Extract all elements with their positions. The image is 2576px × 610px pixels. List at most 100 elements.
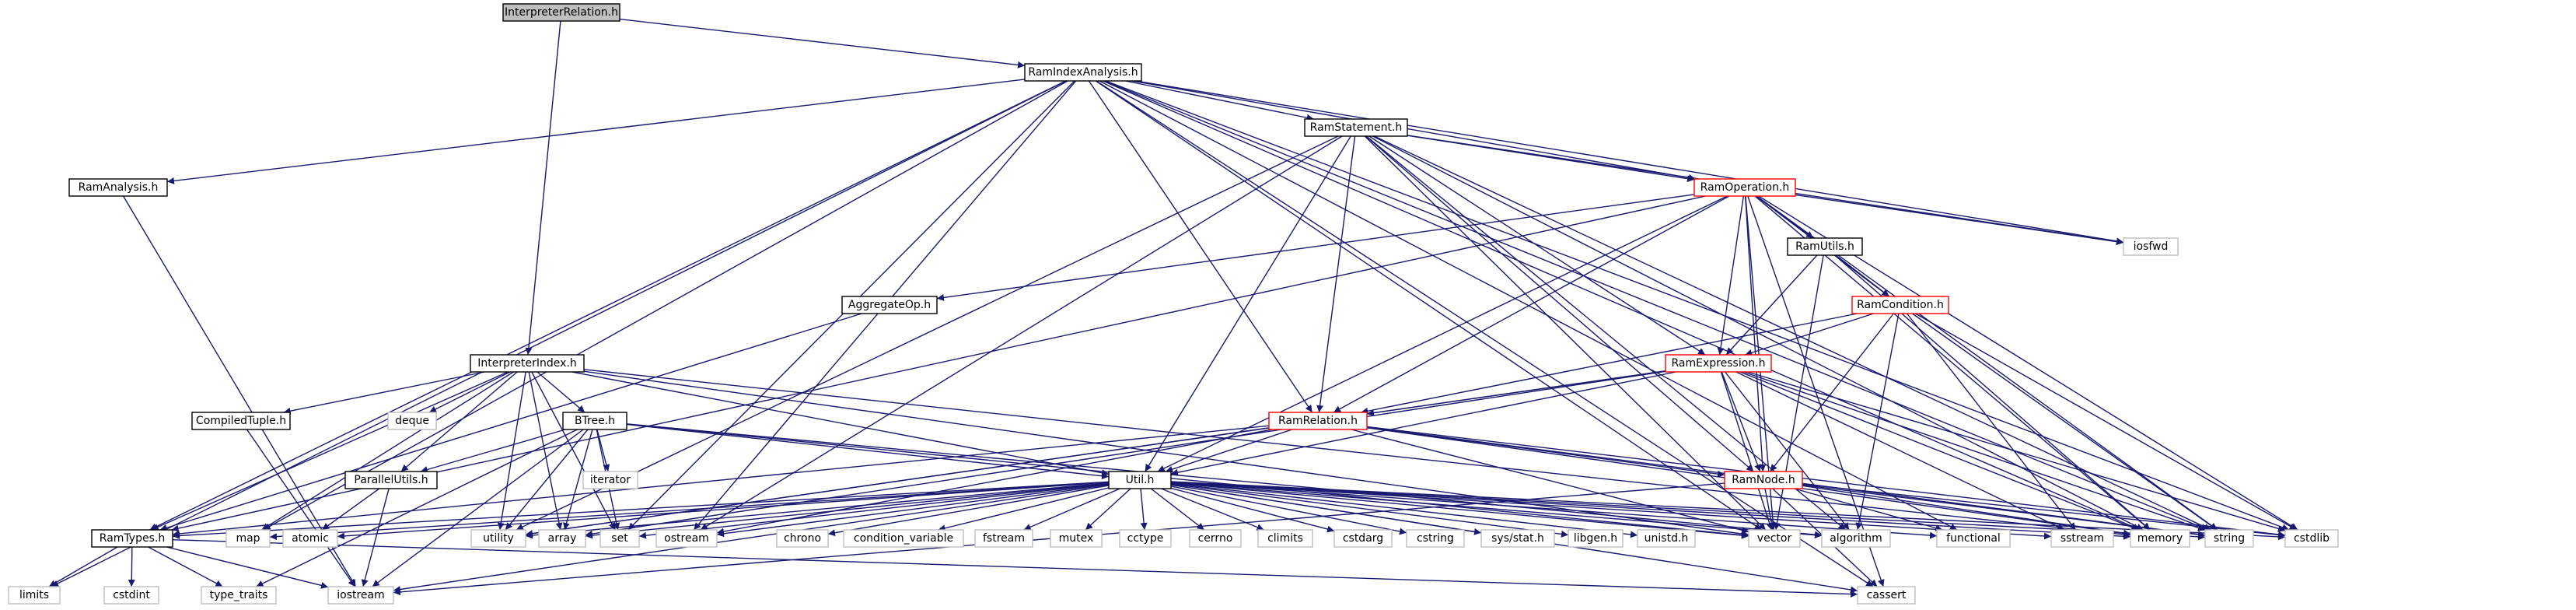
node-cstdint: cstdint xyxy=(103,586,159,605)
node-ram-condition[interactable]: RamCondition.h xyxy=(1851,296,1949,314)
edge-parallel_utils-to-iostream xyxy=(361,488,390,587)
node-box xyxy=(1108,471,1172,489)
node-box xyxy=(2050,529,2114,548)
edge-util-to-cctype xyxy=(1140,488,1148,531)
node-chrono: chrono xyxy=(776,529,829,548)
node-label: RamNode.h xyxy=(1732,474,1795,486)
node-box xyxy=(1568,529,1624,548)
node-ram-statement[interactable]: RamStatement.h xyxy=(1304,118,1408,137)
node-label: type_traits xyxy=(210,589,268,601)
node-box xyxy=(225,529,271,548)
node-ram-operation[interactable]: RamOperation.h xyxy=(1693,178,1796,197)
node-btree[interactable]: BTree.h xyxy=(562,412,627,430)
node-ram-node[interactable]: RamNode.h xyxy=(1724,471,1803,489)
node-box xyxy=(1665,354,1772,373)
node-box xyxy=(470,529,526,548)
edge-ram_node-to-vector xyxy=(1764,488,1775,531)
node-compiled-tuple[interactable]: CompiledTuple.h xyxy=(191,412,291,430)
edge-ram_index_analysis-to-vector xyxy=(1095,80,1763,531)
node-box xyxy=(599,529,640,548)
node-util[interactable]: Util.h xyxy=(1108,471,1172,489)
node-box xyxy=(103,586,159,605)
node-label: set xyxy=(611,532,628,545)
node-string: string xyxy=(2204,529,2254,548)
node-box xyxy=(1693,178,1796,197)
node-label: RamCondition.h xyxy=(1857,299,1944,311)
node-box xyxy=(1637,529,1696,548)
edge-ram_expression-to-array xyxy=(585,370,1666,538)
node-box xyxy=(841,296,938,314)
node-label: array xyxy=(548,532,577,545)
node-label: RamAnalysis.h xyxy=(79,181,159,194)
node-ram-relation[interactable]: RamRelation.h xyxy=(1268,412,1368,430)
node-label: Util.h xyxy=(1126,474,1155,486)
edge-btree-to-vector xyxy=(626,423,1749,539)
node-label: RamExpression.h xyxy=(1672,357,1766,370)
node-label: utility xyxy=(483,532,514,545)
node-parallel-utils[interactable]: ParallelUtils.h xyxy=(344,471,438,489)
node-box xyxy=(68,178,168,197)
edge-ram_node-to-memory xyxy=(1802,485,2131,537)
node-sys-stat: sys/stat.h xyxy=(1480,529,1555,548)
dependency-edges xyxy=(48,18,2298,598)
edge-util-to-cstring xyxy=(1170,486,1407,535)
edge-ram_index_analysis-to-iosfwd xyxy=(1135,80,2124,245)
node-box xyxy=(655,529,718,548)
edge-ram_index_analysis-to-ram_operation xyxy=(1132,80,1696,181)
edge-util-to-algorithm xyxy=(1170,482,1823,539)
node-label: vector xyxy=(1757,532,1792,545)
node-label: deque xyxy=(395,415,429,427)
node-label: cstring xyxy=(1417,532,1454,545)
node-box xyxy=(1857,586,1916,605)
node-label: CompiledTuple.h xyxy=(196,415,286,427)
edge-util-to-chrono xyxy=(827,485,1110,537)
node-label: algorithm xyxy=(1830,532,1882,545)
edge-ram_condition-to-algorithm xyxy=(1855,313,1900,531)
node-ram-index-analysis[interactable]: RamIndexAnalysis.h xyxy=(1024,63,1142,82)
node-aggregate-op[interactable]: AggregateOp.h xyxy=(841,296,938,314)
edge-ram_relation-to-ram_types xyxy=(172,425,1270,538)
node-label: iterator xyxy=(590,474,631,486)
edge-ram_index_analysis-to-cassert xyxy=(1096,80,1874,587)
edge-ram_relation-to-vector xyxy=(1351,429,1749,534)
edge-ram_index_analysis-to-string xyxy=(1103,80,2209,531)
edge-util-to-memory xyxy=(1170,481,2131,540)
edge-ram_condition-to-ram_node xyxy=(1770,313,1894,472)
node-box xyxy=(2204,529,2254,548)
edge-btree-to-util xyxy=(626,423,1110,480)
node-box xyxy=(776,529,829,548)
node-label: iosfwd xyxy=(2134,240,2169,253)
dependency-nodes: InterpreterRelation.hRamIndexAnalysis.hR… xyxy=(8,3,2339,605)
edge-ram_operation-to-ram_relation xyxy=(1333,195,1730,413)
node-label: RamOperation.h xyxy=(1700,181,1790,194)
node-interpreter-relation[interactable]: InterpreterRelation.h xyxy=(502,3,620,22)
node-functional: functional xyxy=(1936,529,2011,548)
edge-interpreter_index-to-util xyxy=(571,371,1110,477)
node-ram-utils[interactable]: RamUtils.h xyxy=(1787,237,1863,256)
edge-btree-to-utility xyxy=(505,429,589,531)
edge-util-to-string xyxy=(1170,481,2206,541)
node-ram-types[interactable]: RamTypes.h xyxy=(91,529,173,548)
node-label: cstdlib xyxy=(2294,532,2330,545)
edge-ram_statement-to-utility xyxy=(516,135,1339,531)
node-label: map xyxy=(236,532,260,545)
edge-interpreter_index-to-btree xyxy=(537,371,585,413)
node-iostream: iostream xyxy=(327,586,394,605)
edge-util-to-set xyxy=(638,482,1110,539)
edge-ram_utils-to-ram_expression xyxy=(1725,254,1818,356)
edge-ram_analysis-to-iostream xyxy=(122,195,357,587)
node-box xyxy=(191,412,291,430)
edge-ram_expression-to-algorithm xyxy=(1725,371,1850,531)
node-ram-analysis[interactable]: RamAnalysis.h xyxy=(68,178,168,197)
edge-ram_types-to-cstdint xyxy=(128,546,135,587)
node-ram-expression[interactable]: RamExpression.h xyxy=(1665,354,1772,373)
edge-util-to-vector xyxy=(1170,482,1749,539)
edge-ram_expression-to-string xyxy=(1742,371,2206,531)
node-condition-variable: condition_variable xyxy=(843,529,964,548)
edge-util-to-atomic xyxy=(337,482,1110,540)
node-sstream: sstream xyxy=(2050,529,2114,548)
node-interpreter-index[interactable]: InterpreterIndex.h xyxy=(470,354,585,373)
node-label: RamUtils.h xyxy=(1795,240,1854,253)
edge-ram_types-to-cassert xyxy=(172,538,1858,598)
node-box xyxy=(387,412,437,430)
